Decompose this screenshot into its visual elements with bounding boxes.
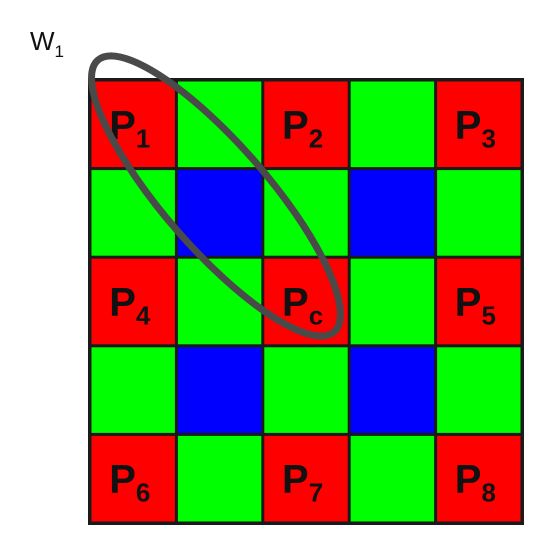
pixel-label-sub: 3 — [481, 123, 495, 153]
pixel-cell-green — [350, 435, 435, 522]
pixel-label-sub: 4 — [136, 301, 151, 331]
pixel-cell-green — [91, 347, 175, 433]
pixel-cell-green — [177, 435, 262, 522]
window-label-sub: 1 — [55, 42, 64, 61]
pixel-label-main: P — [455, 458, 482, 502]
pixel-label-sub: 5 — [481, 301, 495, 331]
pixel-cell-blue — [177, 347, 262, 433]
pixel-label: P4 — [109, 281, 151, 331]
pixel-cell-red — [437, 435, 521, 522]
pixel-label-main: P — [109, 458, 136, 502]
pixel-label-sub: c — [309, 301, 323, 331]
pixel-label-main: P — [109, 281, 136, 325]
pixel-label-main: P — [455, 281, 482, 325]
window-label-main: W — [30, 26, 55, 56]
pixel-cell-blue — [350, 170, 435, 256]
pixel-label-sub: 7 — [309, 478, 323, 508]
pixel-cell-red — [91, 258, 175, 345]
pixel-label: P1 — [109, 103, 150, 153]
pixel-label-sub: 1 — [136, 123, 150, 153]
pixel-label-main: P — [282, 281, 309, 325]
pixel-cell-red — [437, 81, 521, 168]
pixel-cell-blue — [177, 170, 262, 256]
pixel-label: P6 — [109, 458, 150, 508]
pixel-cell-red — [264, 435, 348, 522]
pixel-label: P8 — [455, 458, 496, 508]
pixel-cell-blue — [350, 347, 435, 433]
bayer-grid — [88, 78, 524, 525]
pixel-label-sub: 8 — [481, 478, 495, 508]
pixel-label: Pc — [282, 281, 323, 331]
pixel-label: P2 — [282, 103, 323, 153]
pixel-cell-green — [437, 170, 521, 256]
pixel-cell-red — [264, 81, 348, 168]
window-label: W1 — [30, 26, 64, 61]
window-ellipse — [88, 52, 344, 340]
pixel-label-main: P — [282, 458, 309, 502]
pixel-cell-red — [437, 258, 521, 345]
pixel-cell-red — [91, 435, 175, 522]
pixel-label-sub: 2 — [309, 123, 323, 153]
pixel-label-main: P — [282, 103, 309, 147]
pixel-cell-green — [437, 347, 521, 433]
pixel-label: P5 — [455, 281, 496, 331]
pixel-cell-green — [350, 81, 435, 168]
pixel-cell-green — [350, 258, 435, 345]
pixel-label: P7 — [282, 458, 323, 508]
pixel-label-main: P — [455, 103, 482, 147]
pixel-label-sub: 6 — [136, 478, 150, 508]
pixel-label: P3 — [455, 103, 496, 153]
pixel-cell-green — [264, 347, 348, 433]
